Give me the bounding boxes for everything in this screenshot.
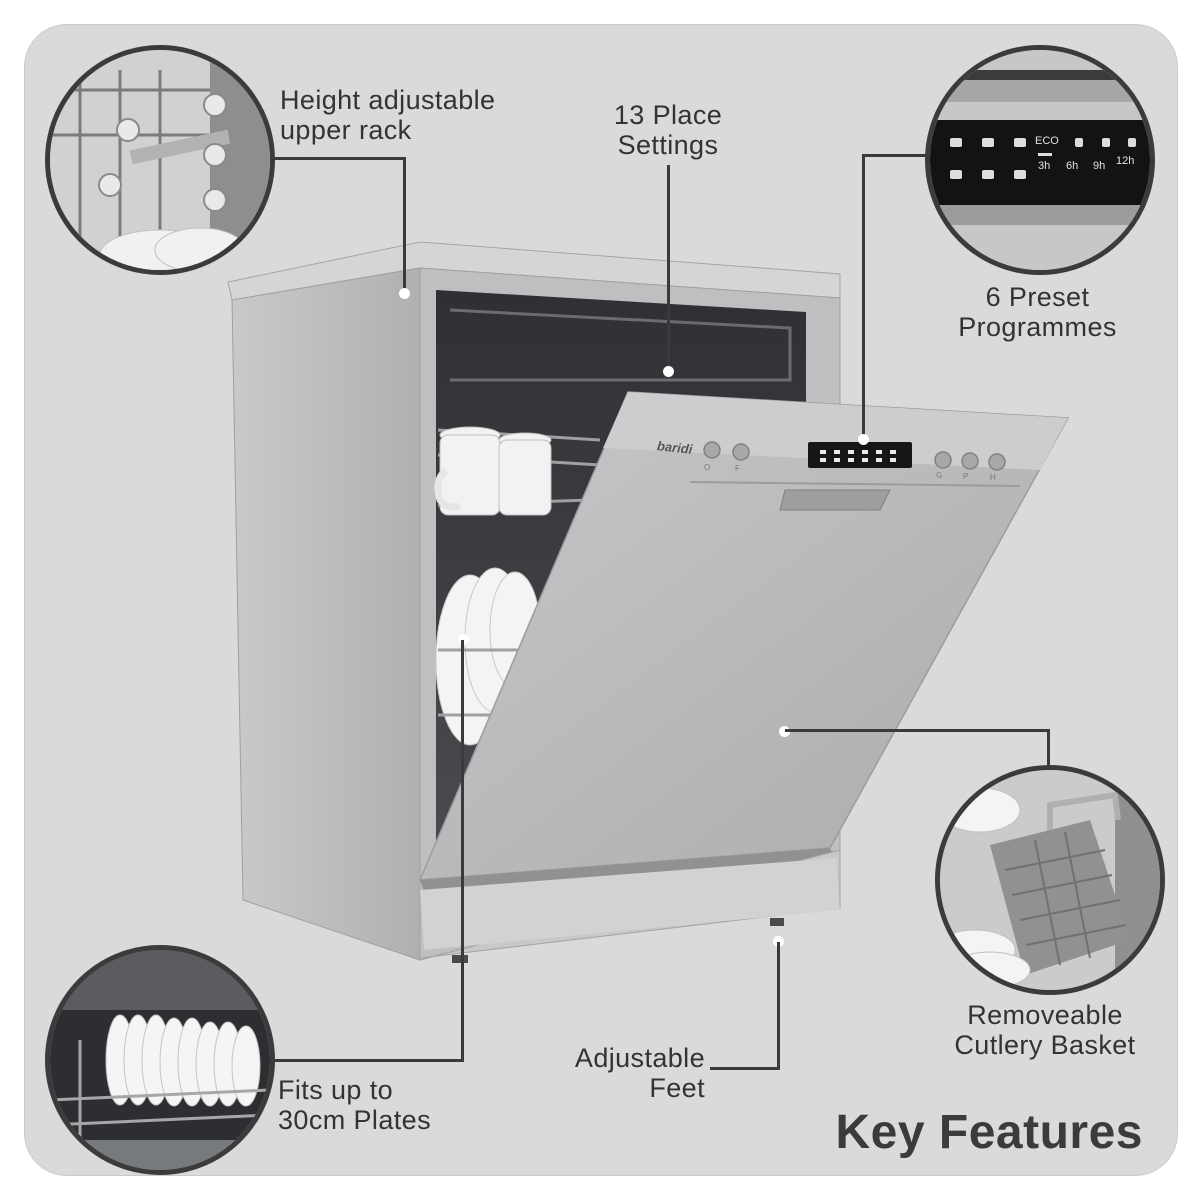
page-title: Key Features — [835, 1106, 1143, 1159]
label-plates: Fits up to 30cm Plates — [278, 1075, 431, 1135]
timer-3h: 3h — [1038, 160, 1051, 172]
callout-dot-cutlery — [779, 726, 790, 737]
callout-dot-place-settings — [663, 366, 674, 377]
button-label-p: P — [963, 472, 969, 481]
eco-label: ECO — [1035, 135, 1059, 147]
callout-line-upper-rack-v — [403, 157, 406, 290]
callout-line-programmes-h — [862, 154, 934, 157]
callout-dot-programmes — [858, 434, 869, 445]
callout-dot-plates — [458, 634, 469, 645]
button-label-h: H — [990, 473, 996, 482]
button-label-g: G — [936, 471, 943, 480]
button-label-f: F — [735, 464, 740, 473]
label-programmes: 6 Preset Programmes — [958, 282, 1117, 342]
button-label-o: O — [704, 463, 711, 472]
timer-6h: 6h — [1066, 160, 1079, 172]
control-panel-photo — [925, 45, 1155, 275]
callout-line-plates-h — [271, 1059, 464, 1062]
callout-line-place-settings — [667, 165, 670, 370]
timer-9h: 9h — [1093, 160, 1106, 172]
callout-line-feet-v — [777, 942, 780, 1070]
plates-photo — [45, 945, 275, 1175]
label-cutlery-basket: Removeable Cutlery Basket — [954, 1000, 1136, 1060]
callout-line-plates-v — [461, 640, 464, 1062]
label-place-settings: 13 Place Settings — [613, 100, 723, 160]
callout-line-cutlery-v — [1047, 729, 1050, 771]
label-upper-rack: Height adjustable upper rack — [280, 85, 496, 145]
cutlery-basket-photo — [935, 765, 1165, 995]
callout-line-cutlery-h — [785, 729, 1050, 732]
timer-12h: 12h — [1116, 155, 1135, 167]
callout-line-programmes-v — [862, 154, 865, 439]
label-adjustable-feet: Adjustable Feet — [574, 1043, 705, 1103]
callout-dot-feet — [773, 936, 784, 947]
callout-line-feet-h — [710, 1067, 780, 1070]
callout-line-upper-rack — [270, 157, 406, 160]
callout-dot-upper-rack — [399, 288, 410, 299]
upper-rack-photo — [45, 45, 275, 275]
